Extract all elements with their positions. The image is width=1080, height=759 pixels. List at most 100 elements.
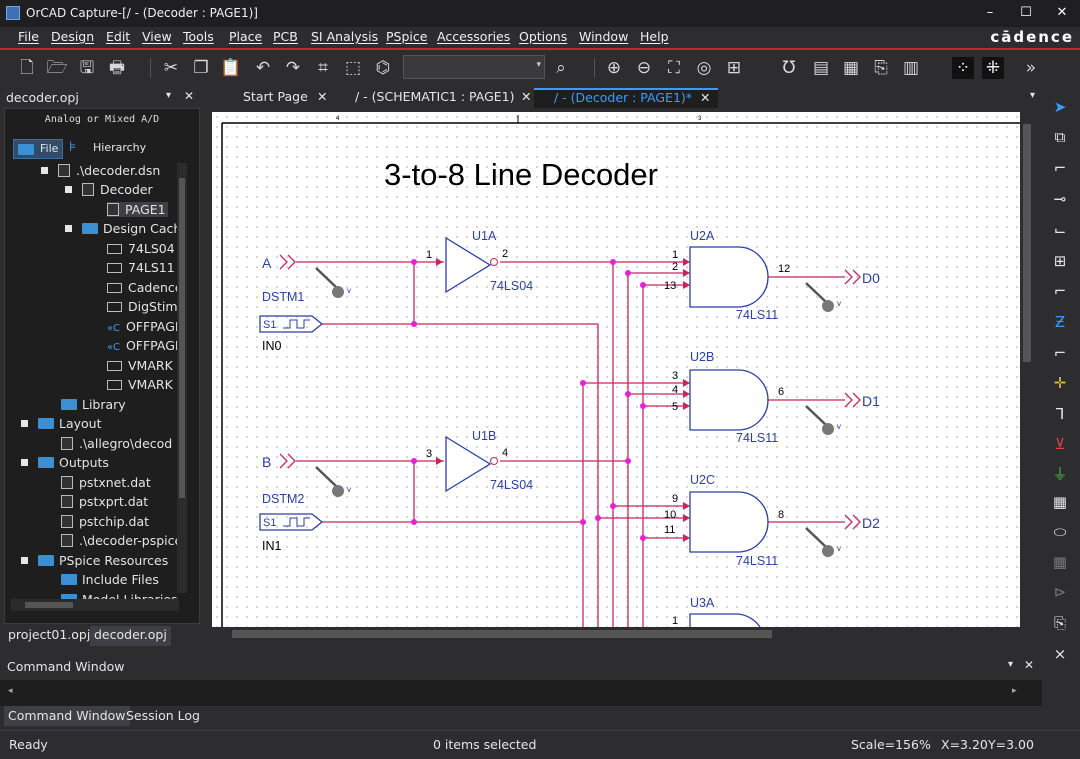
tab-session-log[interactable]: Session Log bbox=[126, 708, 200, 723]
menu-view[interactable]: View bbox=[142, 29, 172, 44]
tree-item[interactable]: Decoder bbox=[65, 182, 153, 197]
chevron-down-icon[interactable]: ▾ bbox=[166, 90, 172, 101]
place-ieee-icon[interactable]: ⨯ bbox=[1053, 645, 1067, 663]
select-area-icon[interactable]: ⬚ bbox=[344, 58, 362, 78]
port-chevron[interactable] bbox=[287, 453, 296, 469]
hierarchy-icon[interactable]: ⊞ bbox=[726, 58, 742, 78]
copy-icon[interactable]: ❐ bbox=[193, 58, 209, 78]
redo-icon[interactable]: ↷ bbox=[285, 58, 301, 78]
open-folder-icon[interactable]: 🗁 bbox=[46, 58, 68, 78]
tree-item[interactable]: PSpice Resources bbox=[21, 553, 168, 568]
tree-item[interactable]: 74LS11 bbox=[107, 260, 175, 275]
place-part-icon[interactable]: ⌬ bbox=[375, 58, 391, 78]
tab-start-page[interactable]: Start Page bbox=[243, 89, 308, 104]
place-net-alias-icon[interactable]: ⌙ bbox=[1053, 221, 1067, 239]
place-port-icon[interactable]: ⬭ bbox=[1053, 523, 1067, 541]
pcb-flow-icon[interactable]: ⁘ bbox=[952, 57, 974, 79]
tree-item[interactable]: .\decoder.dsn bbox=[41, 163, 160, 178]
close-icon[interactable]: ✕ bbox=[317, 89, 328, 104]
menu-edit[interactable]: Edit bbox=[106, 29, 131, 44]
place-bus-icon[interactable]: ⊞ bbox=[1053, 252, 1067, 270]
bom-icon[interactable]: ▥ bbox=[902, 58, 920, 78]
netlist-icon[interactable]: ▤ bbox=[812, 58, 830, 78]
schematic-canvas[interactable]: 4 3 3-to-8 Line Decoder bbox=[212, 112, 1020, 627]
paste-icon[interactable]: 📋 bbox=[220, 58, 242, 78]
place-no-connect-icon[interactable]: ⊻ bbox=[1054, 435, 1066, 453]
tree-item[interactable]: Design Cache bbox=[65, 221, 177, 236]
inverter-u1b[interactable]: U1B 3 4 74LS04 bbox=[426, 429, 533, 493]
close-icon[interactable]: ✕ bbox=[521, 89, 532, 104]
zoom-fit-icon[interactable]: ◎ bbox=[696, 58, 712, 78]
tree-item[interactable]: Model Libraries bbox=[61, 592, 177, 600]
close-button[interactable]: ✕ bbox=[1056, 5, 1068, 20]
save-icon[interactable]: 🖫 bbox=[79, 58, 95, 78]
place-ground-icon[interactable]: ⅂ bbox=[1055, 405, 1065, 423]
and-gate-u3a[interactable]: U3A 1 bbox=[672, 596, 761, 627]
tree-item[interactable]: «COFFPAGE bbox=[107, 319, 177, 334]
tree-item[interactable]: Library bbox=[61, 397, 126, 412]
place-bus-entry-icon[interactable]: ⌐ bbox=[1053, 344, 1067, 362]
maximize-button[interactable]: ☐ bbox=[1020, 5, 1032, 20]
menu-place[interactable]: Place bbox=[229, 29, 263, 44]
tree-item[interactable]: VMARK bbox=[107, 377, 173, 392]
tree-item[interactable]: VMARK bbox=[107, 358, 173, 373]
place-pin-icon[interactable]: ▦ bbox=[1052, 553, 1068, 571]
menu-si-analysis[interactable]: SI Analysis bbox=[311, 29, 379, 44]
tree-item[interactable]: Outputs bbox=[21, 455, 109, 470]
chevron-down-icon[interactable]: ▾ bbox=[1008, 659, 1014, 670]
select-pointer-icon[interactable]: ➤ bbox=[1053, 98, 1067, 116]
tab-decoder-opj[interactable]: decoder.opj bbox=[90, 626, 171, 646]
undo-ring-icon[interactable]: Ʊ bbox=[782, 58, 796, 78]
auto-wire-icon[interactable]: ⊸ bbox=[1053, 190, 1067, 208]
print-icon[interactable]: 🖶 bbox=[108, 58, 126, 78]
pcb-tools-icon[interactable]: ⁜ bbox=[982, 57, 1004, 79]
and-gate-u2a[interactable]: U2A 1 2 13 12 74LS11 bbox=[664, 229, 790, 322]
tree-item[interactable]: Include Files bbox=[61, 572, 159, 587]
horizontal-scrollbar[interactable] bbox=[11, 599, 179, 611]
snap-grid-icon[interactable]: ⌗ bbox=[318, 58, 328, 78]
stimulus-dstm1[interactable]: DSTM1 S1 IN0 bbox=[259, 290, 324, 353]
command-input-area[interactable]: ◂ ▸ bbox=[0, 680, 1042, 706]
scroll-thumb[interactable] bbox=[1023, 124, 1031, 362]
tree-item-selected[interactable]: PAGE1 bbox=[107, 202, 168, 217]
tab-decoder-active[interactable]: / - (Decoder : PAGE1)* ✕ bbox=[534, 88, 718, 108]
tree-item[interactable]: .\decoder-pspice bbox=[61, 533, 177, 548]
place-netgroup-icon[interactable]: Ƶ bbox=[1054, 313, 1066, 331]
menu-options[interactable]: Options bbox=[519, 29, 568, 44]
tree-item[interactable]: pstxprt.dat bbox=[61, 494, 148, 509]
tree-item[interactable]: Cadence bbox=[107, 280, 177, 295]
tab-command-window[interactable]: Command Window bbox=[4, 706, 130, 726]
tab-file[interactable]: File bbox=[13, 139, 63, 159]
zoom-out-icon[interactable]: ⊖ bbox=[636, 58, 652, 78]
port-chevron[interactable] bbox=[844, 514, 853, 530]
menu-window[interactable]: Window bbox=[579, 29, 629, 44]
place-junction-icon[interactable]: ⌐ bbox=[1053, 282, 1067, 300]
minimize-button[interactable]: – bbox=[986, 5, 994, 20]
scroll-thumb[interactable] bbox=[232, 630, 772, 638]
port-chevron[interactable] bbox=[852, 269, 861, 285]
search-icon[interactable]: ⌕ bbox=[556, 58, 566, 78]
port-chevron[interactable] bbox=[852, 392, 861, 408]
stimulus-dstm2[interactable]: DSTM2 S1 IN1 bbox=[259, 492, 324, 553]
scroll-left-icon[interactable]: ◂ bbox=[8, 686, 13, 696]
place-hier-block-icon[interactable]: ▦ bbox=[1052, 493, 1068, 511]
place-part-icon[interactable]: ⧉ bbox=[1054, 128, 1066, 146]
tree-item[interactable]: Layout bbox=[21, 416, 102, 431]
toolbar-overflow-icon[interactable]: » bbox=[1025, 58, 1037, 78]
scroll-right-icon[interactable]: ▸ bbox=[1012, 686, 1017, 696]
tree-item[interactable]: 74LS04 bbox=[107, 241, 175, 256]
close-icon[interactable]: ✕ bbox=[700, 90, 711, 105]
port-chevron[interactable] bbox=[279, 254, 288, 270]
tree-item[interactable]: pstxnet.dat bbox=[61, 475, 151, 490]
canvas-vertical-scrollbar[interactable] bbox=[1020, 112, 1034, 627]
port-chevron[interactable] bbox=[852, 514, 861, 530]
voltage-probe-icon[interactable]: v bbox=[315, 466, 351, 497]
part-search-combobox[interactable]: ▾ bbox=[403, 55, 545, 79]
place-wire-icon[interactable]: ⌐ bbox=[1053, 159, 1067, 177]
cross-probe-icon[interactable]: ⎘ bbox=[874, 58, 888, 78]
tab-project01[interactable]: project01.opj bbox=[8, 627, 91, 642]
drc-icon[interactable]: ▦ bbox=[842, 58, 860, 78]
menu-accessories[interactable]: Accessories bbox=[437, 29, 511, 44]
menu-help[interactable]: Help bbox=[640, 29, 669, 44]
voltage-probe-icon[interactable]: v bbox=[805, 405, 841, 435]
